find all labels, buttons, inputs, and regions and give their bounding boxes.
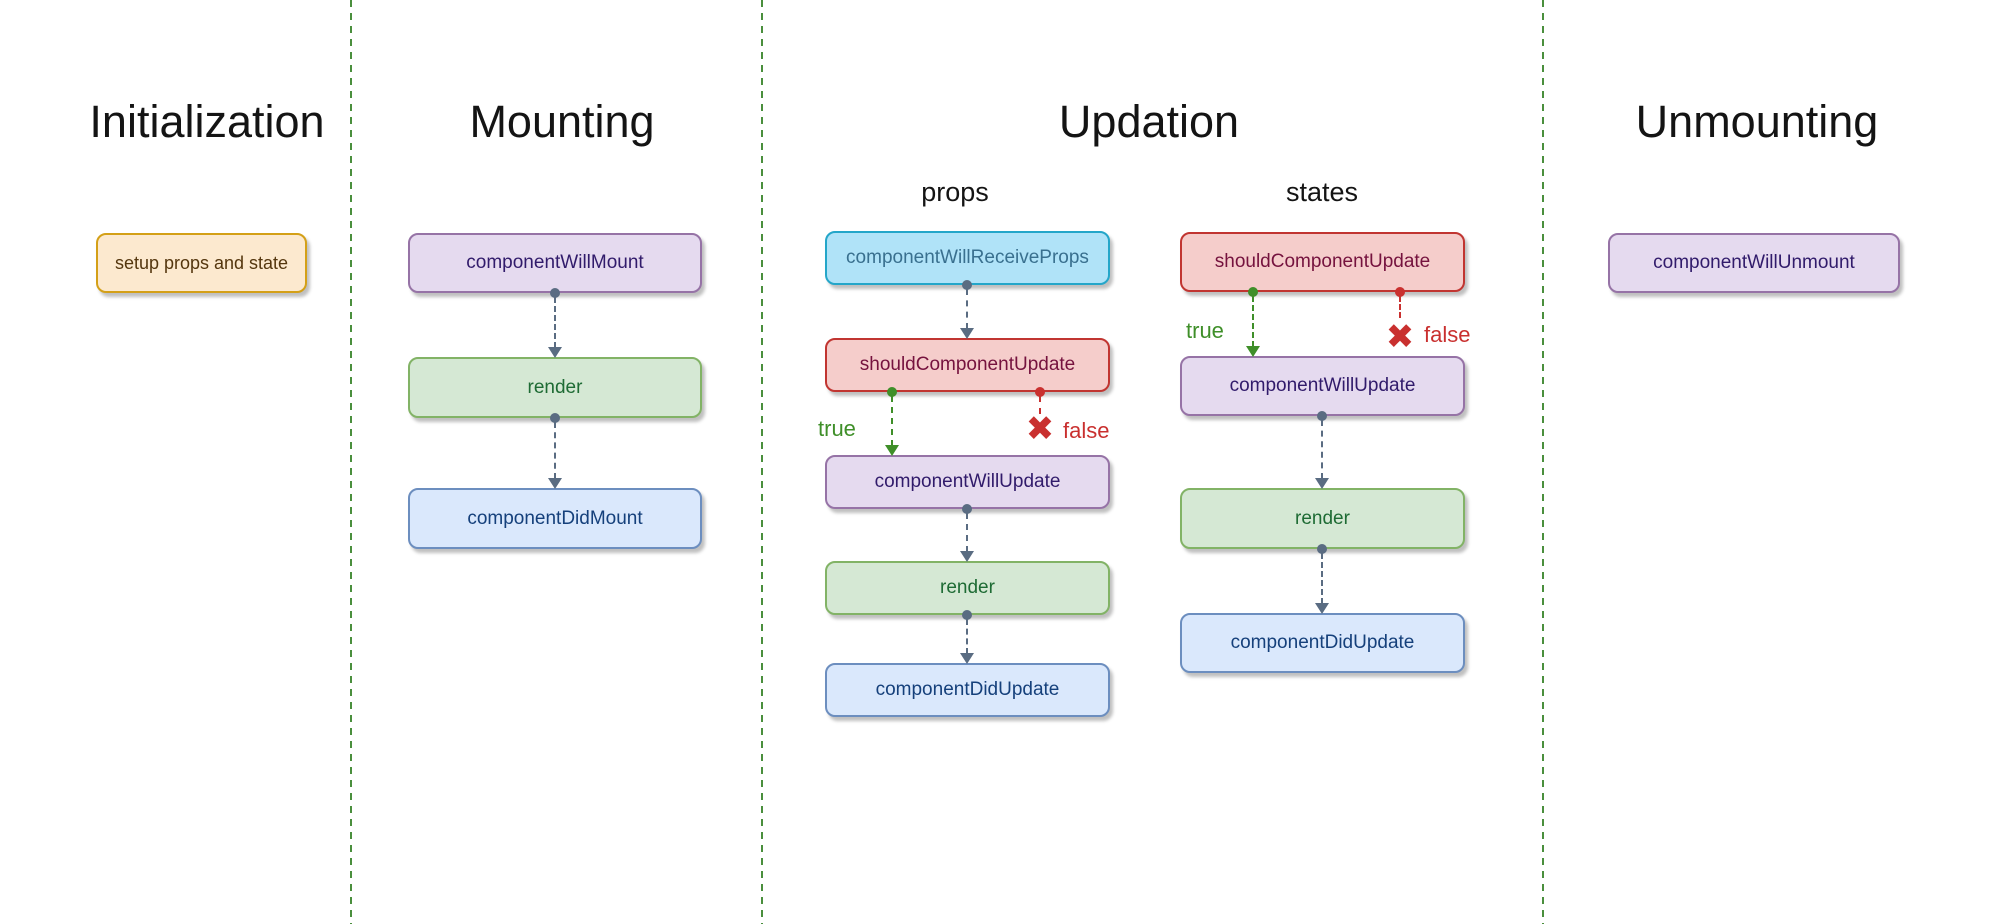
arrow-start-dot	[1317, 544, 1327, 554]
node-setup-props-and-state: setup props and state	[96, 233, 307, 293]
node-componentDidMount: componentDidMount	[408, 488, 702, 549]
arrow-props-false-branch	[1035, 387, 1045, 414]
arrow-shaft	[1321, 420, 1323, 479]
section-title-updation: Updation	[1058, 96, 1240, 147]
node-props-shouldComponentUpdate: shouldComponentUpdate	[825, 338, 1110, 392]
arrow-start-dot	[962, 610, 972, 620]
node-props-render: render	[825, 561, 1110, 615]
arrow-render-to-didmount	[548, 413, 562, 489]
arrow-shaft	[966, 289, 968, 329]
branch-label-true-props: true	[818, 416, 856, 441]
arrowhead-down-icon	[960, 328, 974, 339]
arrow-start-dot	[1035, 387, 1045, 397]
arrow-willupdate-to-render-states	[1315, 411, 1329, 489]
arrowhead-down-icon	[1315, 478, 1329, 489]
branch-label-false-props: false	[1063, 418, 1110, 443]
arrow-shaft	[1321, 553, 1323, 604]
node-props-componentDidUpdate: componentDidUpdate	[825, 663, 1110, 717]
node-props-componentWillUpdate: componentWillUpdate	[825, 455, 1110, 509]
arrow-start-dot	[550, 288, 560, 298]
column-label-props: props	[921, 177, 989, 207]
branch-label-false-states: false	[1424, 322, 1471, 347]
false-x-icon: ✖	[1025, 410, 1055, 448]
arrow-props-true-branch	[885, 387, 899, 456]
node-states-render: render	[1180, 488, 1465, 549]
arrow-shaft	[1039, 396, 1041, 414]
arrow-start-dot	[1395, 287, 1405, 297]
node-states-shouldComponentUpdate: shouldComponentUpdate	[1180, 232, 1465, 292]
arrow-shaft	[554, 422, 556, 479]
arrow-shaft	[966, 513, 968, 552]
arrow-start-dot	[887, 387, 897, 397]
arrow-start-dot	[550, 413, 560, 423]
arrow-states-true-branch	[1246, 287, 1260, 357]
arrow-willupdate-to-render-props	[960, 504, 974, 562]
arrowhead-down-icon	[960, 653, 974, 664]
arrow-shaft	[1399, 296, 1401, 318]
section-title-mounting: Mounting	[469, 96, 655, 147]
arrow-shaft	[554, 297, 556, 348]
arrow-start-dot	[1317, 411, 1327, 421]
arrowhead-down-icon	[960, 551, 974, 562]
arrow-willmount-to-render	[548, 288, 562, 358]
node-states-componentDidUpdate: componentDidUpdate	[1180, 613, 1465, 673]
node-componentWillReceiveProps: componentWillReceiveProps	[825, 231, 1110, 285]
arrowhead-down-icon	[885, 445, 899, 456]
arrow-render-to-didupdate-props	[960, 610, 974, 664]
false-x-icon: ✖	[1385, 318, 1415, 356]
arrow-states-false-branch	[1395, 287, 1405, 318]
section-title-initialization: Initialization	[89, 96, 325, 147]
node-states-componentWillUpdate: componentWillUpdate	[1180, 356, 1465, 416]
arrow-start-dot	[1248, 287, 1258, 297]
arrow-receiveprops-to-shouldupdate	[960, 280, 974, 339]
section-divider	[350, 0, 352, 924]
section-divider	[761, 0, 763, 924]
branch-label-true-states: true	[1186, 318, 1224, 343]
node-componentWillMount: componentWillMount	[408, 233, 702, 293]
arrowhead-down-icon	[548, 347, 562, 358]
arrow-shaft	[966, 619, 968, 654]
arrowhead-down-icon	[1315, 603, 1329, 614]
section-title-unmounting: Unmounting	[1635, 96, 1879, 147]
arrow-render-to-didupdate-states	[1315, 544, 1329, 614]
arrowhead-down-icon	[548, 478, 562, 489]
node-mounting-render: render	[408, 357, 702, 418]
arrow-shaft	[1252, 296, 1254, 347]
column-label-states: states	[1285, 177, 1359, 207]
section-divider	[1542, 0, 1544, 924]
arrowhead-down-icon	[1246, 346, 1260, 357]
node-componentWillUnmount: componentWillUnmount	[1608, 233, 1900, 293]
arrow-start-dot	[962, 504, 972, 514]
arrow-start-dot	[962, 280, 972, 290]
arrow-shaft	[891, 396, 893, 446]
